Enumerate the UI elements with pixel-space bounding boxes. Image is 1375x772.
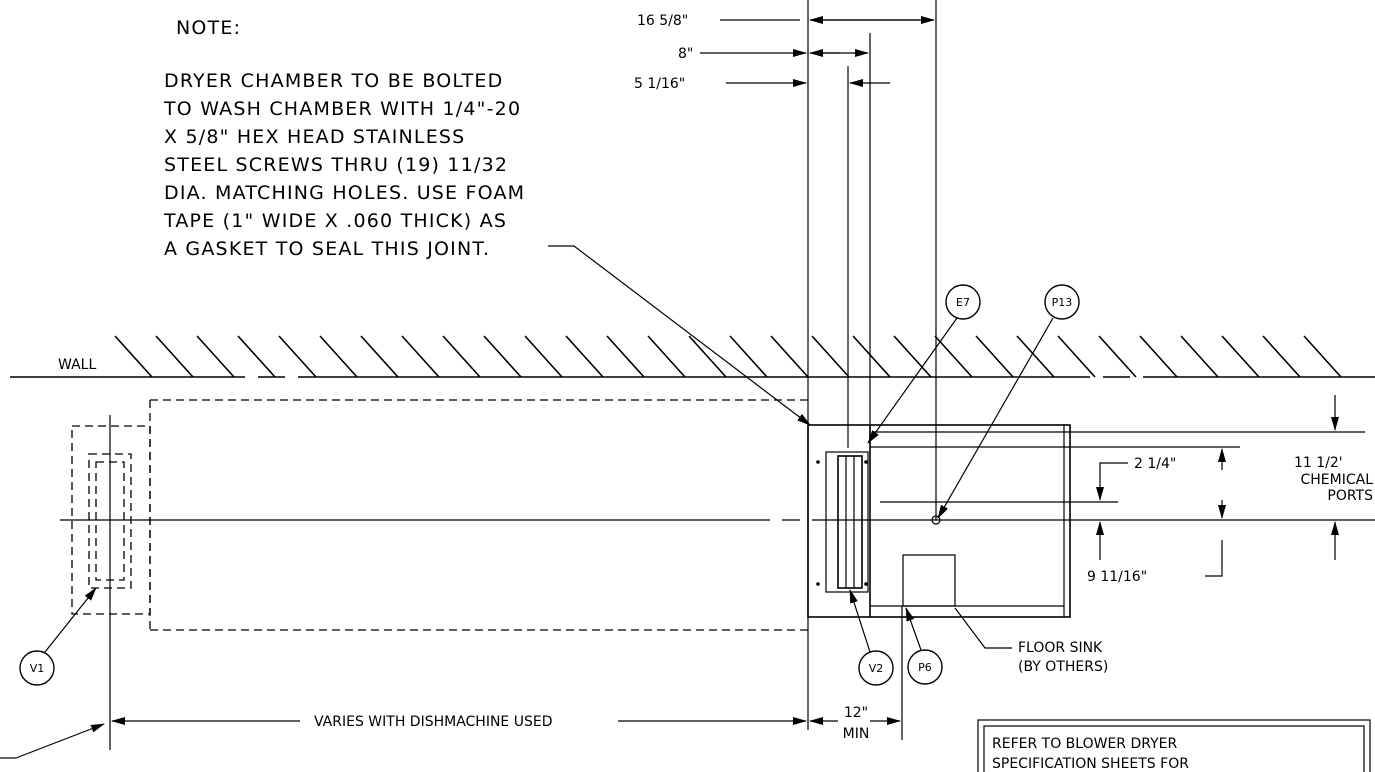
wall-hatch-mark — [811, 335, 850, 378]
reference-line-1: REFER TO BLOWER DRYER — [992, 736, 1177, 752]
wall-hatch-mark — [524, 335, 563, 378]
note-line-2: TO WASH CHAMBER WITH 1/4"-20 — [163, 98, 521, 120]
dim-right-3-label-2: PORTS — [1327, 488, 1373, 504]
center-line — [60, 415, 1375, 750]
dim-bottom-varies: VARIES WITH DISHMACHINE USED — [314, 714, 553, 730]
floor-sink-line-2: (BY OTHERS) — [1018, 659, 1108, 675]
wall: WALL — [10, 335, 1375, 378]
wall-hatch-mark — [606, 335, 645, 378]
wall-hatch-mark — [278, 335, 317, 378]
callouts: E7 P13 V1 V2 P6 — [19, 284, 1080, 686]
wall-hatch-mark — [155, 335, 194, 378]
note-line-4: STEEL SCREWS THRU (19) 11/32 — [164, 154, 508, 176]
wall-hatch-mark — [401, 335, 440, 378]
callout-e7-bubble — [945, 284, 981, 320]
reference-line-2: SPECIFICATION SHEETS FOR — [992, 756, 1189, 772]
dim-top-3: 5 1/16" — [634, 76, 685, 92]
reference-box: REFER TO BLOWER DRYER SPECIFICATION SHEE… — [977, 719, 1371, 772]
note-line-3: X 5/8" HEX HEAD STAINLESS — [164, 126, 465, 148]
wall-hatch-mark — [1221, 335, 1260, 378]
note-line-5: DIA. MATCHING HOLES. USE FOAM — [164, 182, 525, 204]
dim-bottom-min-value: 12" — [844, 705, 868, 721]
wall-hatch-mark — [1139, 335, 1178, 378]
floor-sink-line-1: FLOOR SINK — [1018, 640, 1103, 656]
wall-hatch-mark — [852, 335, 891, 378]
note-heading: NOTE: — [176, 17, 241, 39]
dim-right-3-value: 11 1/2' — [1294, 455, 1343, 471]
wall-hatch-mark — [1180, 335, 1219, 378]
bottom-dimensions: VARIES WITH DISHMACHINE USED 12" MIN — [0, 606, 903, 759]
note-block: NOTE: DRYER CHAMBER TO BE BOLTED TO WASH… — [163, 17, 525, 260]
wall-hatch-mark — [893, 335, 932, 378]
note-line-6: TAPE (1" WIDE X .060 THICK) AS — [163, 210, 507, 232]
wall-hatch-mark — [196, 335, 235, 378]
callout-v1: V1 — [30, 662, 45, 675]
wall-hatch-mark — [442, 335, 481, 378]
note-line-1: DRYER CHAMBER TO BE BOLTED — [164, 70, 503, 92]
callout-p6: P6 — [918, 661, 932, 674]
note-leader — [548, 245, 811, 426]
wall-hatch-mark — [319, 335, 358, 378]
right-dimensions: 2 1/4" 9 11/16" 11 1/2' CHEMICAL PORTS — [870, 395, 1373, 585]
dim-top-2: 8" — [678, 46, 693, 62]
wall-hatch-mark — [729, 335, 768, 378]
dim-right-2: 9 11/16" — [1087, 569, 1147, 585]
wall-hatch-mark — [1262, 335, 1301, 378]
wall-hatch-mark — [770, 335, 809, 378]
callout-p6-bubble — [907, 649, 943, 685]
wall-hatch-mark — [647, 335, 686, 378]
wall-hatch-mark — [1057, 335, 1096, 378]
dim-bottom-min-label: MIN — [843, 726, 870, 742]
callout-v2: V2 — [869, 662, 884, 675]
callout-v2-bubble — [858, 650, 894, 686]
dishmachine-outline — [71, 399, 808, 631]
dryer-chamber — [807, 424, 1071, 618]
dim-right-3-label-1: CHEMICAL — [1300, 472, 1373, 488]
wall-hatch-mark — [483, 335, 522, 378]
wall-hatch-mark — [934, 335, 973, 378]
wall-hatch-mark — [565, 335, 604, 378]
top-dimensions: 16 5/8" 8" 5 1/16" — [634, 0, 937, 520]
wall-hatch-mark — [1016, 335, 1055, 378]
wall-hatch-mark — [688, 335, 727, 378]
dim-right-1: 2 1/4" — [1134, 456, 1176, 472]
wall-hatch-mark — [1303, 335, 1342, 378]
callout-v1-bubble — [19, 650, 55, 686]
callout-p13-bubble — [1044, 284, 1080, 320]
wall-hatch-mark — [237, 335, 276, 378]
floor-sink-label: FLOOR SINK (BY OTHERS) — [954, 607, 1108, 675]
note-line-7: A GASKET TO SEAL THIS JOINT. — [164, 238, 490, 260]
callout-p13: P13 — [1052, 296, 1073, 309]
wall-hatch-mark — [360, 335, 399, 378]
wall-hatch-mark — [1098, 335, 1137, 378]
wall-hatch-mark — [975, 335, 1014, 378]
dim-top-1: 16 5/8" — [637, 13, 688, 29]
callout-e7: E7 — [956, 296, 970, 309]
wall-label: WALL — [58, 357, 96, 373]
wall-hatch-mark — [114, 335, 153, 378]
